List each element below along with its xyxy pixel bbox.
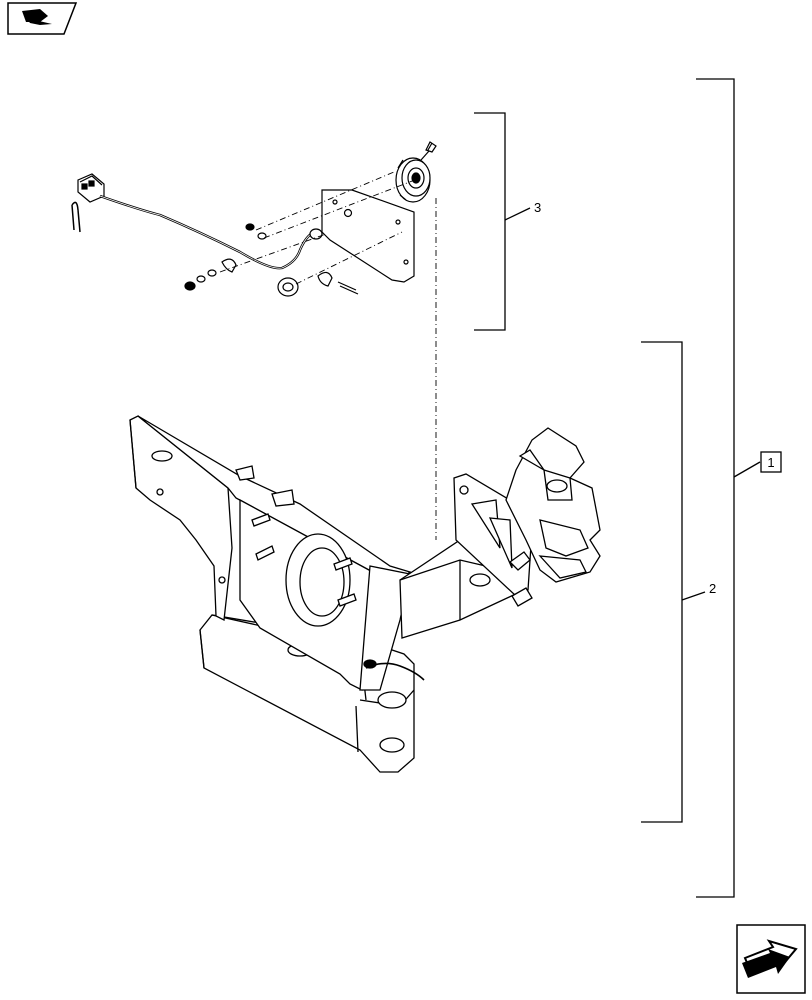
connector-plug	[77, 173, 105, 203]
bracket-item-1	[696, 78, 761, 898]
sensor-assembly	[71, 141, 437, 540]
callout-item-1: 1	[760, 451, 782, 473]
bracket-item-2	[641, 341, 706, 823]
bracket-item-3	[474, 112, 531, 331]
assembly-lines	[219, 171, 437, 540]
sensor-bolt	[425, 141, 437, 153]
fasteners	[184, 223, 359, 297]
open-book-icon[interactable]	[7, 2, 78, 35]
hitch-bolts	[508, 551, 533, 607]
cable-tie	[71, 201, 81, 233]
callout-label-3: 3	[534, 200, 541, 215]
next-page-arrow-icon[interactable]	[736, 924, 806, 994]
callout-label-2: 2	[709, 581, 716, 596]
hitch-assembly	[129, 415, 601, 773]
speed-sensor	[395, 157, 431, 203]
callout-label-1: 1	[767, 455, 774, 470]
